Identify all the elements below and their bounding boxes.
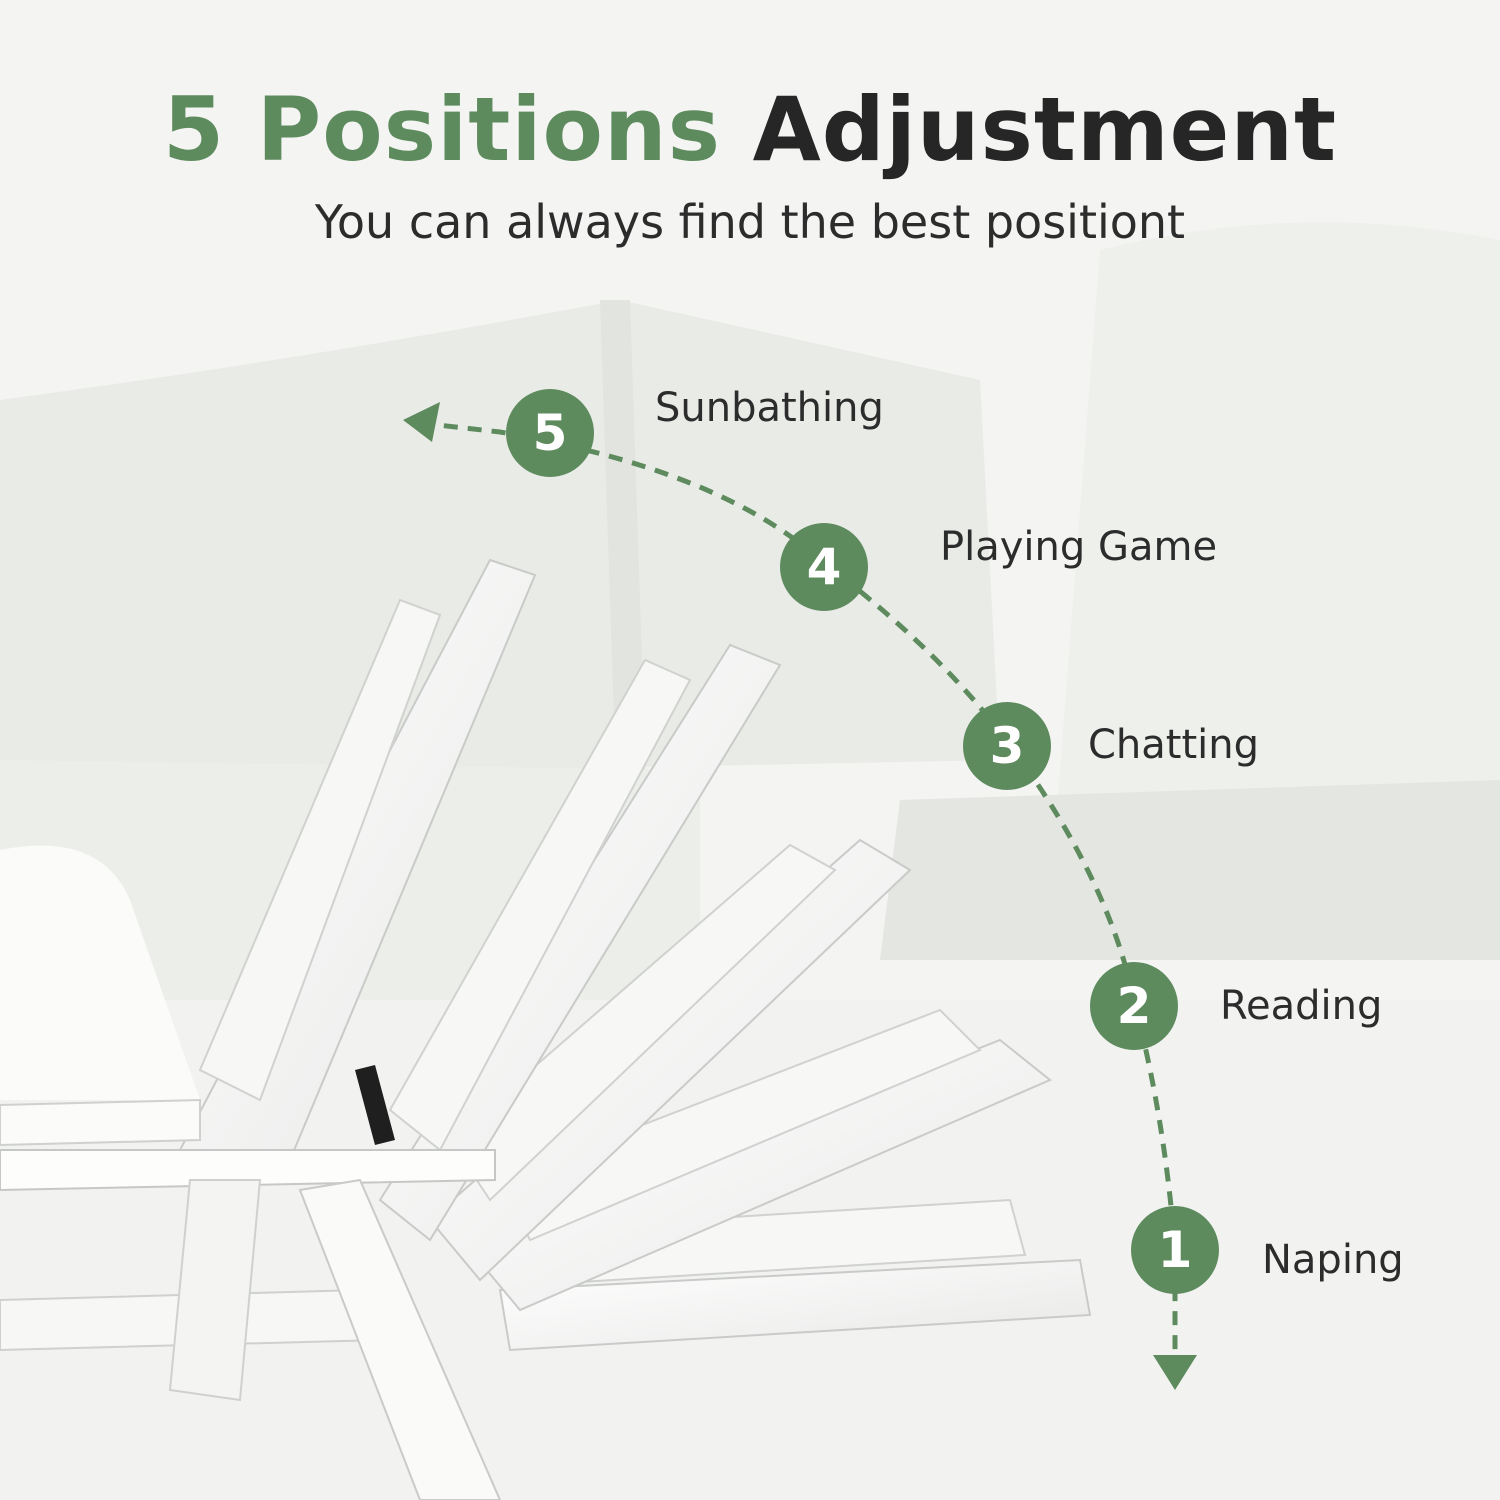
subheadline: You can always find the best positiont [314, 195, 1186, 249]
position-label-sunbathing: Sunbathing [655, 385, 884, 431]
headline: 5 Positions Adjustment [0, 80, 1500, 180]
position-label-chatting: Chatting [1088, 722, 1260, 768]
chair-frame [0, 1065, 502, 1500]
arrow-head-bottom [1153, 1355, 1197, 1390]
headline-accent: 5 Positions [162, 78, 721, 181]
position-badge-3: 3 [963, 702, 1051, 790]
headline-rest: Adjustment [752, 78, 1338, 181]
position-badge-4: 4 [780, 523, 868, 611]
position-badge-1: 1 [1131, 1206, 1219, 1294]
chair-backrest-position-3 [428, 838, 912, 1282]
chair-backrest-position-1 [498, 1198, 1092, 1352]
position-label-playing-game: Playing Game [940, 524, 1218, 570]
arrow-head-top [403, 402, 440, 442]
chair-backrest-position-4 [378, 643, 782, 1242]
position-label-naping: Naping [1262, 1237, 1404, 1283]
position-label-reading: Reading [1220, 983, 1383, 1029]
position-arc-path [403, 402, 1197, 1390]
position-badge-2: 2 [1090, 962, 1178, 1050]
position-badge-5: 5 [506, 389, 594, 477]
